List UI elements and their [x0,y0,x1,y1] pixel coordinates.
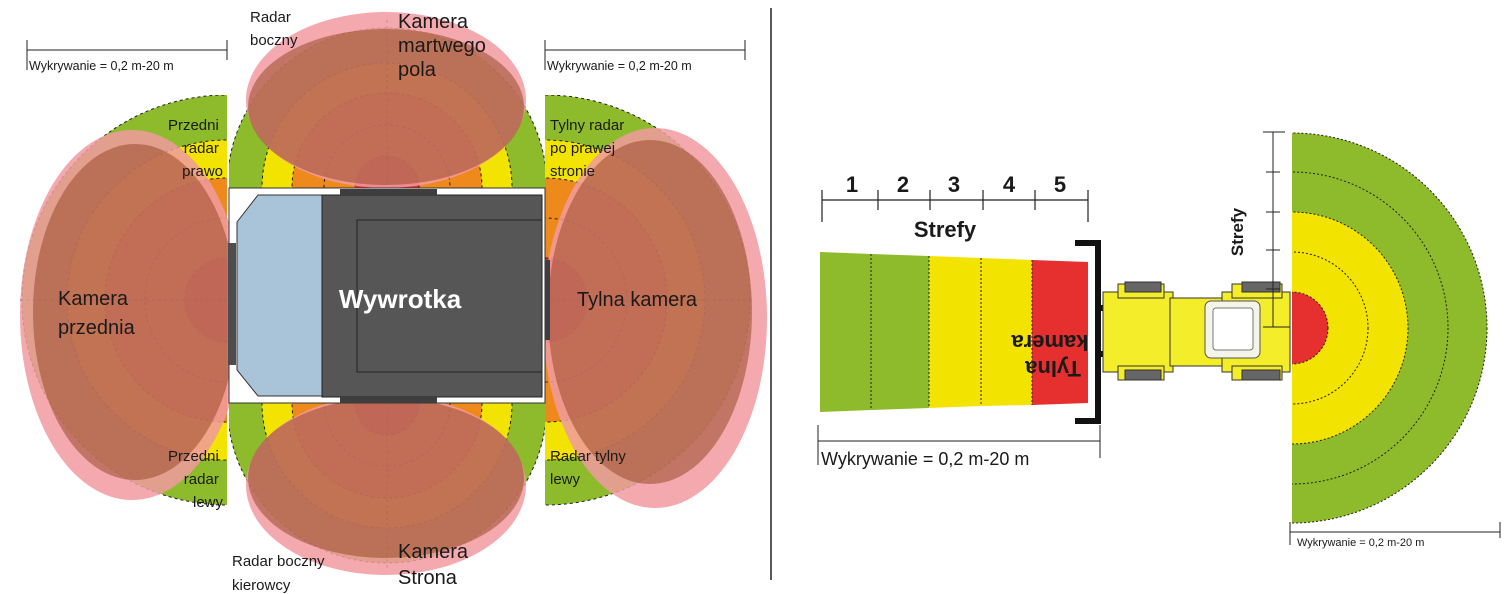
zones-label: Strefy [914,217,977,242]
camera-rear-label: Tylna kamera [577,289,698,311]
radar-rear-left-label: Radar tylny lewy [550,448,630,488]
zone-scale-vertical [1263,131,1290,328]
detection-range-top-left [26,40,228,70]
rear-bumper-bracket [1075,240,1101,424]
front-camera-zone [20,130,244,500]
detection-label-top-left: Wykrywanie = 0,2 m-20 m [29,59,174,73]
camera-front-label: Kamera przednia [58,288,136,339]
camera-side-label: Kamera Strona [398,541,474,589]
radar-side-driver-label: Radar boczny kierowcy [232,553,329,594]
radar-side-label: Radar boczny [250,9,298,49]
radar-rear-right-label: Tylny radar po prawej stronie [550,117,628,180]
zones-label-vertical: Strefy [1228,207,1247,256]
zone-scale [821,190,1089,222]
zone-number-4: 4 [1003,172,1016,197]
radar-front-left-label: Przedni radar lewy [168,448,224,511]
zone-number-2: 2 [897,172,909,197]
camera-blindspot-label: Kamera martwego pola [398,11,491,81]
truck-zone-diagram: Wywrotka Wykrywanie = 0,2 m-20 m Wykrywa… [20,9,767,594]
detection-label-bottom: Wykrywanie = 0,2 m-20 m [821,449,1029,469]
rear-camera-zones [820,252,1088,412]
bottom-camera-zone [246,395,526,575]
wheel-loader [1102,281,1291,381]
radar-front-right-label: Przedni radar prawo [168,117,223,180]
zone-number-3: 3 [948,172,960,197]
truck-label: Wywrotka [339,284,462,314]
front-bumper [228,243,236,365]
rear-camera-zone [543,128,767,508]
loader-rear-zone [1292,132,1488,524]
rear-camera-label-rotated: Tylna kamera [1011,330,1089,381]
truck-cab [236,194,328,397]
detection-range-small [1289,522,1501,545]
top-camera-zone [246,12,526,188]
loader-zone-diagram: 1 2 3 4 5 Strefy Tylna kamera [817,131,1501,549]
detection-range-bottom [817,425,1101,465]
dump-truck: Wywrotka [228,187,550,404]
detection-label-small: Wykrywanie = 0,2 m-20 m [1297,537,1424,549]
zone-number-1: 1 [846,172,858,197]
detection-label-top-right: Wykrywanie = 0,2 m-20 m [547,59,692,73]
zone-number-5: 5 [1054,172,1066,197]
detection-range-top-right [544,40,746,70]
